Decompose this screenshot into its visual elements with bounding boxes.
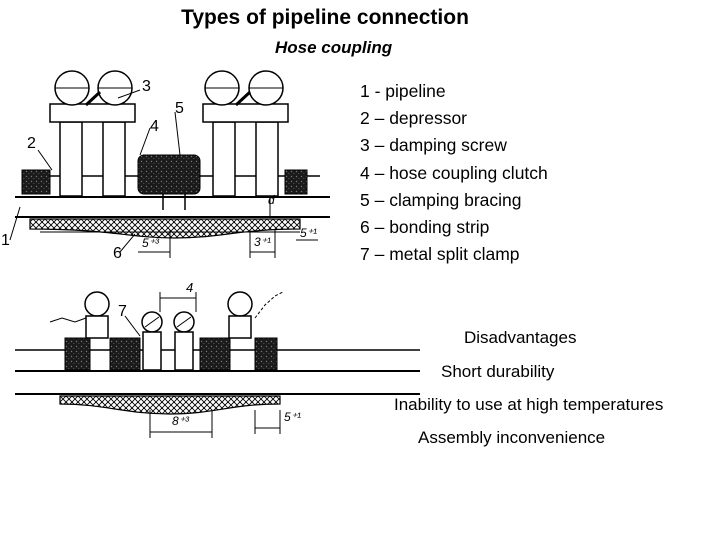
dim-label-bottom-right: 5⁺¹ (284, 410, 302, 424)
callout-2: 2 (27, 135, 36, 152)
callout-1: 1 (1, 232, 10, 249)
dim-label-bottom-mid: 8⁺³ (172, 414, 190, 428)
disadvantage-item: Assembly inconvenience (418, 428, 606, 447)
callout-4: 4 (150, 118, 159, 135)
legend-list: 1 - pipeline 2 – depressor 3 – damping s… (360, 78, 548, 268)
legend-item: 5 – clamping bracing (360, 189, 522, 210)
disadvantage-item: Inability to use at high temperatures (394, 395, 664, 414)
legend-item: 3 – damping screw (360, 135, 507, 156)
dim-label-d: d (268, 193, 275, 207)
dim-label-top-left: 5⁺³ (142, 236, 160, 250)
disadvantages-heading: Disadvantages (464, 328, 577, 347)
dim-label-bottom-top: 4 (186, 280, 194, 295)
callout-6: 6 (113, 245, 122, 262)
slide-title: Types of pipeline connection (181, 6, 469, 29)
callout-7: 7 (118, 303, 127, 320)
legend-item: 6 – bonding strip (360, 217, 490, 238)
callout-5: 5 (175, 100, 184, 117)
dim-label-top-right: 5⁺¹ (300, 226, 318, 240)
legend-item: 2 – depressor (360, 108, 468, 129)
disadvantage-item: Short durability (441, 362, 555, 381)
callout-3: 3 (142, 78, 151, 95)
dim-label-top-mid: 3⁺¹ (254, 235, 272, 249)
legend-item: 4 – hose coupling clutch (360, 162, 548, 183)
slide-subtitle: Hose coupling (275, 38, 393, 57)
legend-item: 7 – metal split clamp (360, 244, 520, 265)
legend-item: 1 - pipeline (360, 81, 446, 101)
